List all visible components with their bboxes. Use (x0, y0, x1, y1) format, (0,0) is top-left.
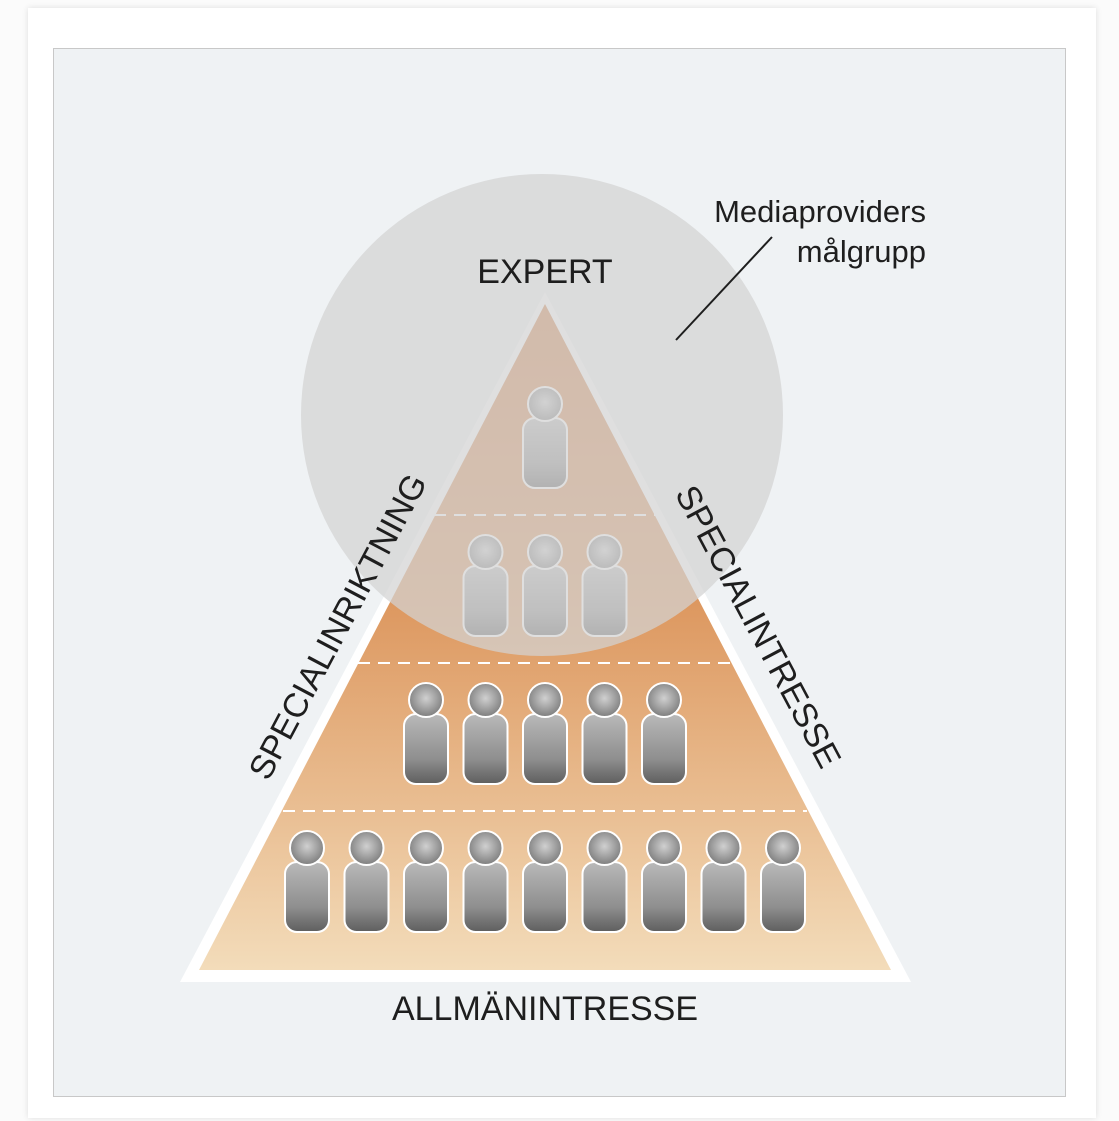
person-icon (343, 830, 390, 933)
person-icon (700, 830, 747, 933)
person-icon (760, 830, 806, 933)
person-icon (581, 682, 628, 785)
base-label: ALLMÄNINTRESSE (392, 990, 698, 1028)
person-icon (581, 830, 628, 933)
person-icon (522, 682, 568, 785)
person-icon (641, 830, 687, 933)
person-icon (462, 830, 509, 933)
target-group-label-line2: målgrupp (797, 234, 926, 269)
expert-label: EXPERT (477, 253, 612, 291)
person-icon (403, 830, 449, 933)
person-icon (403, 682, 449, 785)
person-icon (462, 682, 509, 785)
target-group-circle (301, 174, 783, 656)
person-icon (641, 682, 687, 785)
person-icon (522, 830, 568, 933)
person-icon (284, 830, 330, 933)
target-group-label-line1: Mediaproviders (714, 194, 926, 229)
target-group-pointer (675, 236, 773, 341)
